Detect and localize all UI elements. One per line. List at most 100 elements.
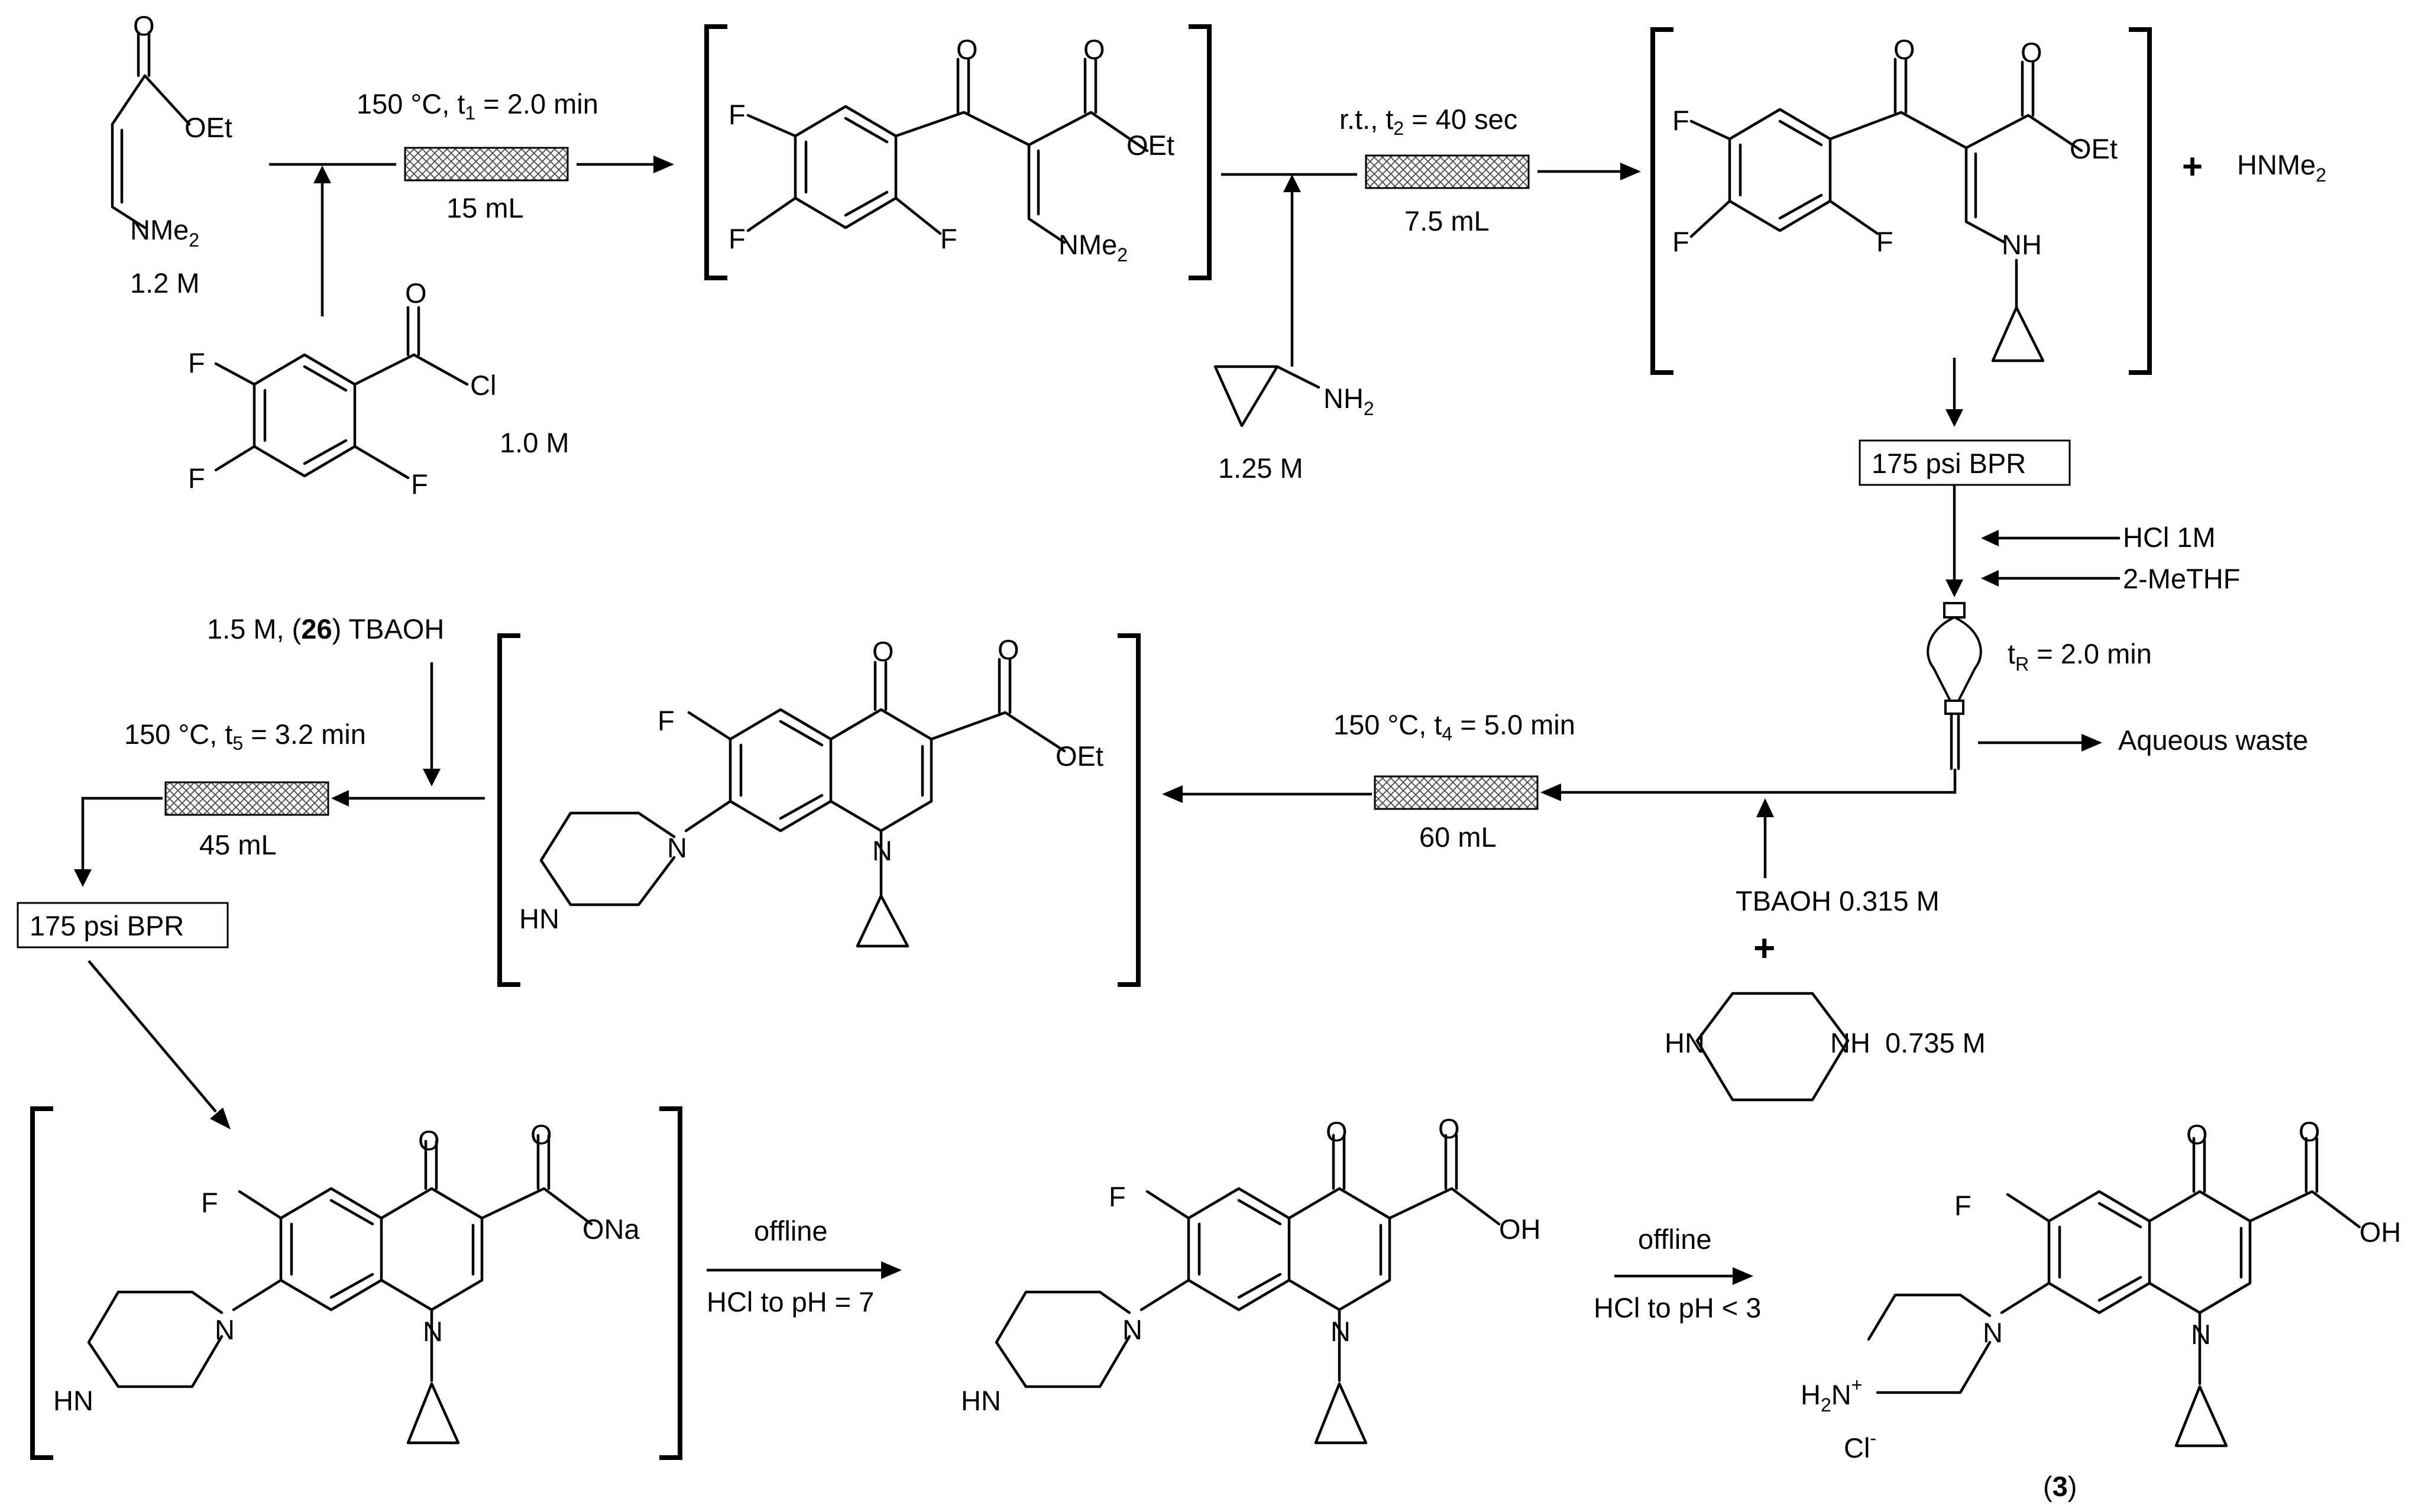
svg-text:150 °C, t5 = 3.2 min: 150 °C, t5 = 3.2 min: [124, 718, 366, 754]
acid-chloride-o: O: [405, 277, 427, 309]
separatory-funnel-icon: tR = 2.0 min Aqueous waste: [1927, 602, 2308, 770]
svg-text:NH2: NH2: [1323, 383, 1374, 419]
int3-pip-n: N: [667, 832, 687, 863]
int2-ketone-o: O: [1893, 34, 1915, 65]
acid-ring-n: N: [1330, 1316, 1351, 1347]
salt-pip-n: N: [215, 1314, 235, 1345]
salt-hn: HN: [53, 1385, 93, 1416]
sodium-salt: F O O ONa N N HN: [30, 1106, 682, 1460]
step4-conditions-sub: 4: [1442, 723, 1452, 744]
svg-text:Cl-: Cl-: [1844, 1427, 1876, 1464]
product-carboxyl-o: O: [2299, 1116, 2320, 1147]
step2-conditions-sub: 2: [1393, 118, 1404, 139]
step2-reactor: [1365, 154, 1530, 189]
int2-f3: F: [1876, 226, 1893, 257]
product-ring-n: N: [2191, 1319, 2211, 1350]
step2-flow: r.t., t2 = 40 sec 7.5 mL NH2 1.25 M: [1213, 103, 1641, 484]
step4-flow: 150 °C, t4 = 5.0 min 60 mL TBAOH 0.315 M…: [1162, 709, 1986, 1102]
step5-conditions-time: = 3.2 min: [243, 718, 366, 750]
separator-feeds: HCl 1M 2-MeTHF: [1981, 522, 2240, 594]
product-ketone-o: O: [2186, 1119, 2208, 1150]
separator-time-sub: R: [2015, 653, 2029, 675]
step1-flow: 150 °C, t1 = 2.0 min 15 mL: [269, 88, 674, 316]
int3-ketone-o: O: [872, 636, 894, 667]
acid-pip-n: N: [1122, 1314, 1142, 1345]
acrylate-carbonyl-o: O: [133, 10, 155, 41]
acid-chloride-reagent: O Cl F F F 1.0 M: [188, 277, 569, 500]
svg-text:150 °C, t1 = 2.0 min: 150 °C, t1 = 2.0 min: [357, 88, 598, 124]
product-number: 3: [2053, 1471, 2068, 1502]
acid-ketone-o: O: [1326, 1116, 1348, 1147]
intermediate3: F O O OEt N N HN: [497, 633, 1141, 987]
cyclopropylamine-label: NH: [1323, 383, 1364, 414]
intermediate2: O O OEt NH F F F + HNMe2: [1650, 27, 2326, 375]
product-oh: OH: [2359, 1216, 2401, 1248]
int1-ester-o: O: [1083, 34, 1105, 65]
svg-text:H2N+: H2N+: [1801, 1374, 1862, 1416]
step6-flow: offline HCl to pH = 7: [707, 1215, 902, 1317]
step4-plus: +: [1753, 927, 1775, 969]
svg-text:NMe2: NMe2: [1058, 229, 1128, 266]
int1-f3: F: [940, 223, 957, 254]
svg-text:r.t., t2 = 40 sec: r.t., t2 = 40 sec: [1339, 103, 1517, 139]
int3-f: F: [658, 705, 675, 736]
acrylate-amine-label: NMe: [130, 214, 189, 245]
step1-reactor: [404, 147, 569, 182]
int2-ester-o: O: [2021, 37, 2042, 68]
svg-text:(3): (3): [2043, 1471, 2077, 1502]
acid-oh: OH: [1499, 1213, 1541, 1245]
step4-conditions-time: = 5.0 min: [1452, 709, 1575, 740]
step5-reagent-suffix: ) TBAOH: [332, 613, 445, 645]
step1-conditions-sub: 1: [465, 102, 475, 124]
step6-mode: offline: [754, 1215, 828, 1246]
piperazine-concentration: 0.735 M: [1885, 1027, 1986, 1058]
int3-ring-n: N: [872, 835, 892, 866]
free-acid: F O O OH N N HN: [961, 1113, 1541, 1445]
product-compound-3: F O O OH N N H2N+ Cl- (3): [1801, 1116, 2401, 1502]
acid-hn: HN: [961, 1385, 1001, 1416]
separator-time-value: = 2.0 min: [2029, 638, 2152, 669]
salt-ona: ONa: [582, 1213, 640, 1245]
arrow-to-sodium-salt: [88, 960, 217, 1113]
step1-volume: 15 mL: [446, 192, 524, 224]
step7-flow: offline HCl to pH < 3: [1594, 1223, 1761, 1323]
int1-f2: F: [729, 223, 746, 254]
acid-chloride-cl: Cl: [470, 370, 496, 401]
bpr-left-label: 175 psi BPR: [30, 910, 184, 941]
step7-condition: HCl to pH < 3: [1594, 1292, 1761, 1323]
step5-conditions-sub: 5: [232, 733, 243, 754]
step5-reagent-ref: 26: [301, 613, 332, 645]
int3-ester: OEt: [1056, 740, 1103, 772]
product-number-close: ): [2068, 1471, 2077, 1502]
product-ammonium-h-sub: 2: [1821, 1394, 1831, 1416]
svg-text:150 °C, t4 = 5.0 min: 150 °C, t4 = 5.0 min: [1333, 709, 1575, 744]
int2-f1: F: [1672, 105, 1689, 136]
step5-reagent-prefix: 1.5 M, (: [207, 613, 302, 645]
salt-f: F: [201, 1187, 218, 1218]
int3-hn: HN: [519, 903, 559, 934]
feed-methf: 2-MeTHF: [2123, 563, 2240, 594]
svg-text:HNMe2: HNMe2: [2237, 149, 2326, 186]
acrylate-ester-label: OEt: [184, 112, 232, 143]
aqueous-waste-label: Aqueous waste: [2118, 724, 2308, 756]
int2-ester: OEt: [2070, 133, 2118, 164]
product-number-open: (: [2043, 1471, 2053, 1502]
step4-volume: 60 mL: [1419, 821, 1497, 853]
byproduct-plus: +: [2182, 147, 2203, 186]
int1-ester: OEt: [1126, 129, 1174, 161]
product-f: F: [1954, 1190, 1972, 1221]
step6-condition: HCl to pH = 7: [707, 1286, 874, 1317]
acid-chloride-f1: F: [188, 347, 205, 378]
salt-ring-n: N: [423, 1316, 443, 1347]
product-counterion: Cl: [1844, 1432, 1870, 1464]
step4-conditions: 150 °C, t: [1333, 709, 1442, 740]
int1-f1: F: [729, 99, 746, 130]
acid-chloride-f3: F: [411, 468, 428, 500]
acid-carboxyl-o: O: [1438, 1113, 1460, 1144]
product-ammonium-n: N: [1831, 1379, 1851, 1410]
step5-volume: 45 mL: [199, 829, 277, 860]
step7-mode: offline: [1638, 1223, 1712, 1255]
step1-conditions: 150 °C, t: [357, 88, 465, 119]
product-pip-n: N: [1983, 1317, 2003, 1348]
intermediate1: O O OEt NMe2 F F F: [704, 24, 1212, 280]
